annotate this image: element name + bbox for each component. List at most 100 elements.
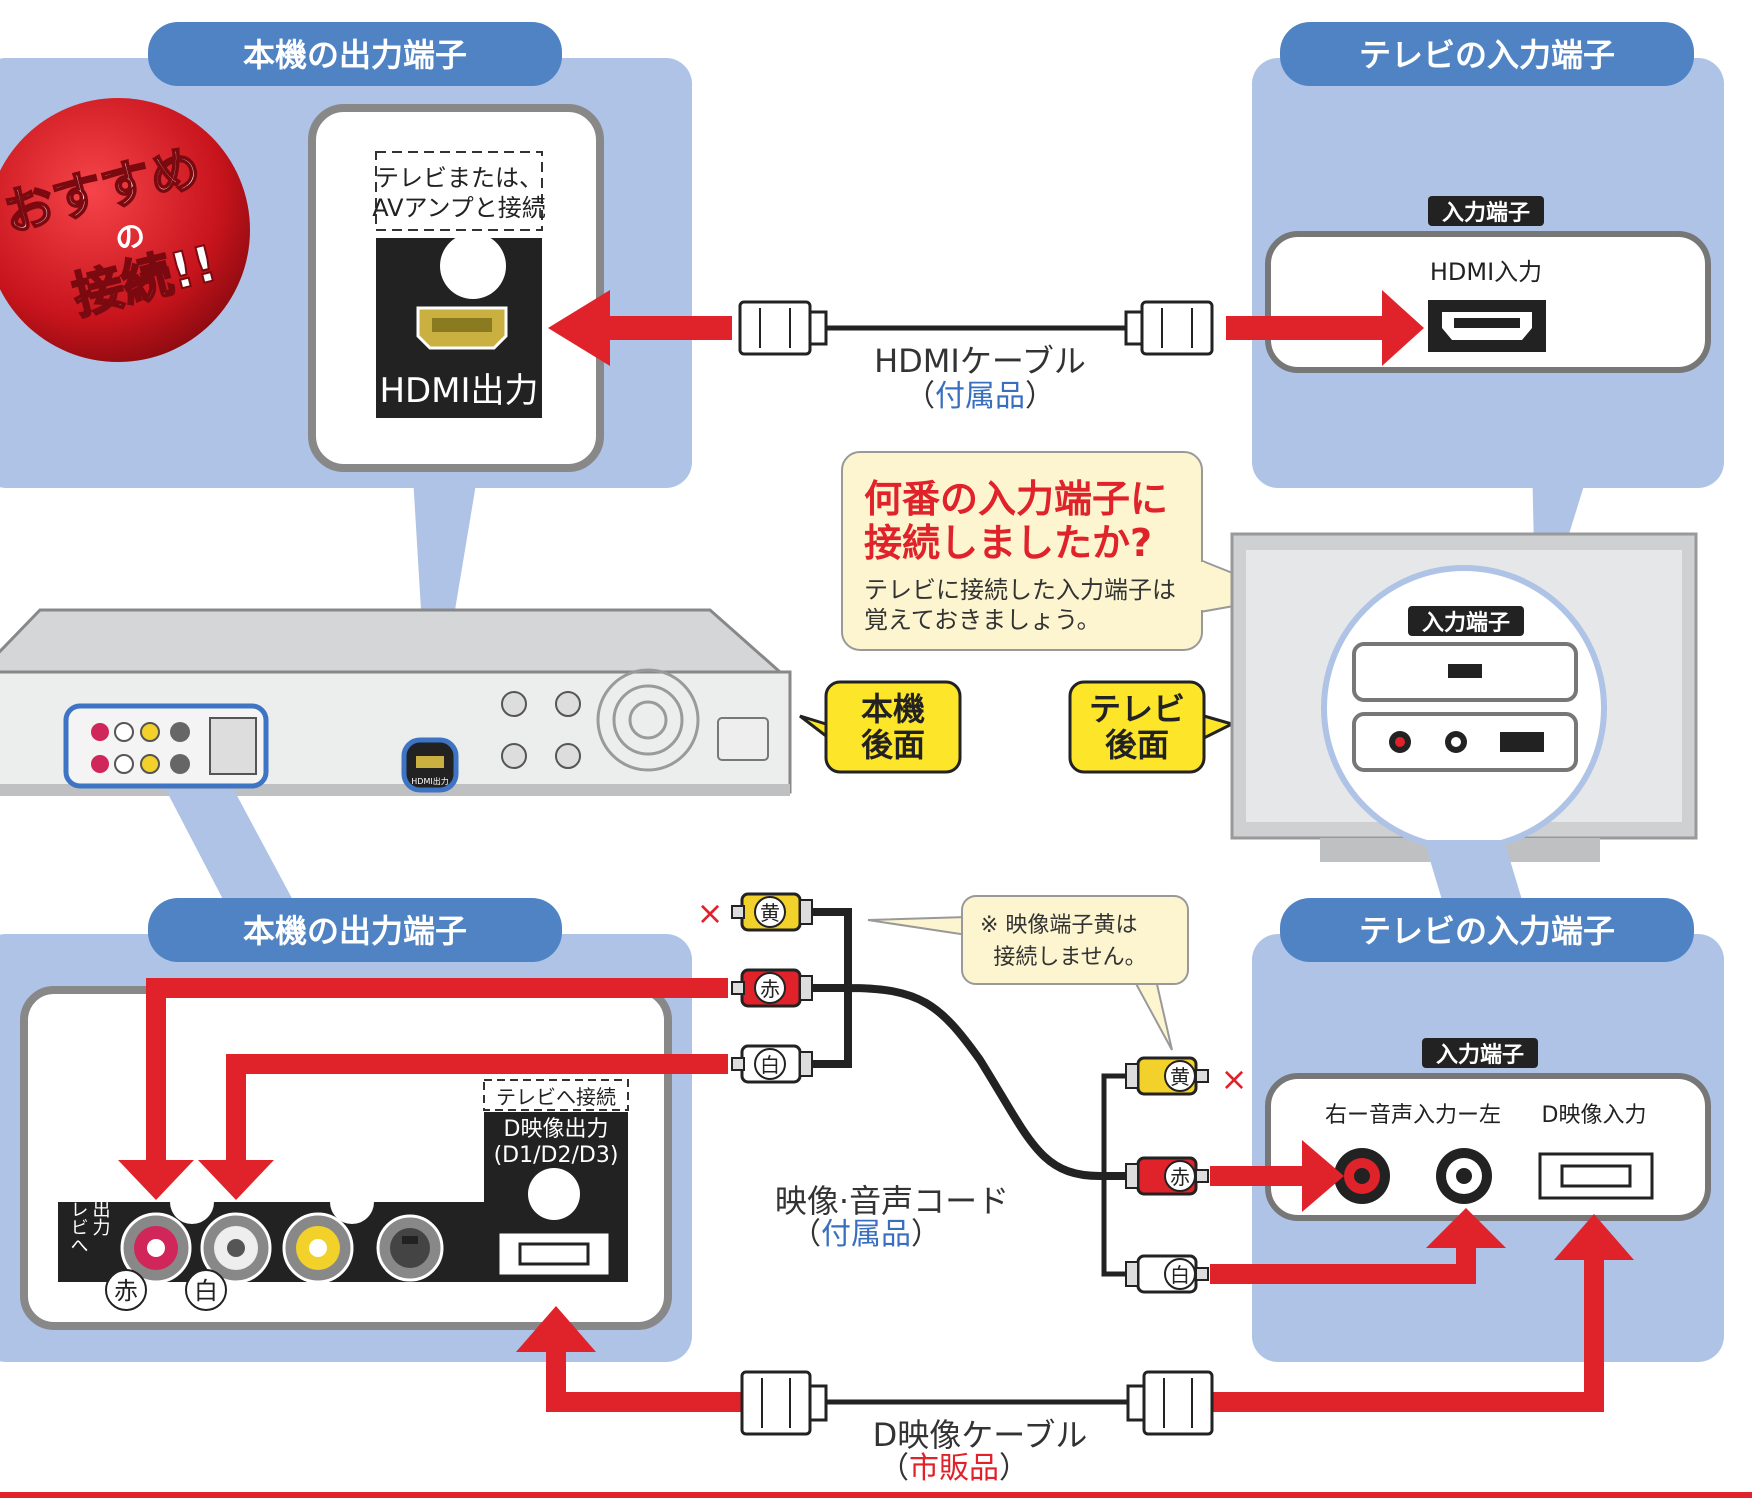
port-svideo [170, 754, 190, 774]
hdmi-in-port-icon [1428, 300, 1546, 352]
recommended-badge: おすすめ の 接続!! [0, 98, 250, 362]
screw-hole [440, 233, 506, 299]
plug-yellow-right: 黄 [1125, 1056, 1209, 1096]
svg-text:赤: 赤 [760, 977, 780, 1001]
d-cable-note: （市販品） [879, 1451, 1029, 1486]
recorder-rear: HDMI出力 [0, 608, 792, 796]
question-callout: 何番の入力端子に 接続しましたか? テレビに接続した入力端子は 覚えておきましょ… [841, 451, 1294, 651]
hdmi-out-label: HDMI出力 [379, 371, 538, 411]
av-arrows [118, 978, 1506, 1284]
ac-inlet [717, 717, 769, 761]
panel-header-text: 本機の出力端子 [243, 912, 467, 950]
panel-header [148, 22, 562, 86]
port-plate [58, 1112, 628, 1282]
note-box [483, 1079, 629, 1111]
bottom-rule [0, 1492, 1752, 1498]
svg-text:後面: 後面 [861, 726, 925, 764]
panel-header [148, 898, 562, 962]
input-tag-text: 入力端子 [1442, 201, 1530, 226]
svg-text:テレビ: テレビ [1089, 690, 1185, 728]
screw-hole [528, 1168, 580, 1220]
red-in-arrow [1210, 1166, 1310, 1186]
plug-white-right: 白 [1125, 1254, 1209, 1294]
tv-hdmi-port [1448, 664, 1482, 678]
callout-body-1: テレビに接続した入力端子は [864, 576, 1176, 604]
plug-yellow-left: 黄 [731, 892, 813, 932]
svg-text:白: 白 [194, 1277, 218, 1305]
antenna-port [555, 743, 581, 769]
hdmi-cable-label: HDMIケーブル [874, 342, 1086, 380]
white-mark: 白 [185, 1269, 227, 1311]
svg-text:テレビへ: テレビへ [68, 1182, 89, 1254]
bottom-right-panel: テレビの入力端子 入力端子 右ー音声入力ー左 D映像入力 [1252, 898, 1724, 1362]
badge-circle [0, 98, 250, 362]
d-in-port [1538, 1152, 1654, 1200]
svg-text:赤: 赤 [114, 1277, 138, 1305]
cross-mark: × [697, 894, 724, 932]
plug-white-left: 白 [731, 1044, 813, 1084]
recorder-top [0, 608, 784, 674]
svg-text:出力: 出力 [90, 1200, 111, 1236]
svg-text:黄: 黄 [760, 901, 780, 925]
cross-mark: × [1221, 1060, 1248, 1098]
callout-seam [1196, 562, 1204, 610]
rear-labels: 本機 後面 テレビ 後面 [799, 680, 1237, 774]
hdmi-cable-note: （付属品） [905, 379, 1055, 414]
video-note-callout: ※ 映像端子黄は 接続しません。 [867, 895, 1189, 1051]
d-video-cable: D映像ケーブル （市販品） [516, 1214, 1634, 1486]
port-yellow [140, 722, 160, 742]
callout-title-1: 何番の入力端子に [864, 477, 1168, 521]
plug-red-right: 赤 [1125, 1156, 1209, 1196]
top-left-panel: 本機の出力端子 おすすめ の 接続!! テレビまたは、 AVアンプと接続 HDM… [0, 22, 692, 760]
note-box [375, 151, 543, 231]
red-mark: 赤 [105, 1269, 147, 1311]
d-out-label-2: (D1/D2/D3) [494, 1143, 619, 1168]
d-out-label-1: D映像出力 [504, 1117, 609, 1142]
hdmi-plug-right [1124, 300, 1214, 356]
rca-yellow-out [282, 1212, 354, 1284]
d-out-port [496, 1230, 612, 1278]
d-out-arrow [546, 1348, 742, 1412]
note-text: テレビへ接続 [496, 1085, 616, 1109]
callout-pointer [166, 790, 310, 932]
bottom-left-panel: 本機の出力端子 テレビへ接続 D映像出力 (D1/D2/D3) テレビへ 出力 [0, 898, 692, 1362]
hdmi-plug-left [738, 300, 828, 356]
svg-text:本機: 本機 [861, 690, 925, 728]
input-tag [1408, 606, 1524, 636]
audio-input-label: 右ー音声入力ー左 [1325, 1103, 1501, 1128]
input-tag [1428, 196, 1544, 226]
svg-text:赤: 赤 [1170, 1165, 1190, 1189]
hdmi-port-icon [416, 306, 508, 350]
d-cable-label: D映像ケーブル [873, 1416, 1088, 1454]
antenna-port [501, 691, 527, 717]
arrow-shaft [608, 316, 732, 340]
rca-white-out [200, 1212, 272, 1284]
hdmi-cable: HDMIケーブル （付属品） [738, 300, 1214, 414]
av-cord-label: 映像·音声コード [775, 1182, 1009, 1220]
fan-grille [596, 668, 700, 772]
vertical-label: テレビへ 出力 [68, 1182, 111, 1254]
note-text-2: AVアンプと接続 [372, 194, 546, 222]
panel-header-text: テレビの入力端子 [1359, 912, 1615, 950]
plug-red-left: 赤 [731, 968, 813, 1008]
hdmi-arrows [548, 290, 1424, 366]
hdmi-port-small [416, 756, 444, 768]
rca-white-in [1436, 1148, 1492, 1204]
callout-body-2: 覚えておきましょう。 [864, 606, 1101, 634]
svg-text:白: 白 [1170, 1263, 1190, 1287]
arrow-shaft [1226, 316, 1388, 340]
port-svideo [170, 722, 190, 742]
d-in-arrow [1212, 1256, 1604, 1412]
d-input-label: D映像入力 [1542, 1103, 1647, 1128]
port-white [114, 754, 134, 774]
white-in-arrow [1210, 1244, 1476, 1284]
d-output-port [209, 717, 257, 775]
svideo-out [376, 1214, 444, 1282]
input-tag-text: 入力端子 [1436, 1043, 1524, 1068]
rca-red-in [1334, 1148, 1390, 1204]
arrow-head-right [1382, 290, 1424, 366]
av-cord-note: （付属品） [791, 1217, 941, 1252]
panel-header [1280, 22, 1694, 86]
panel-header-text: テレビの入力端子 [1359, 36, 1615, 74]
